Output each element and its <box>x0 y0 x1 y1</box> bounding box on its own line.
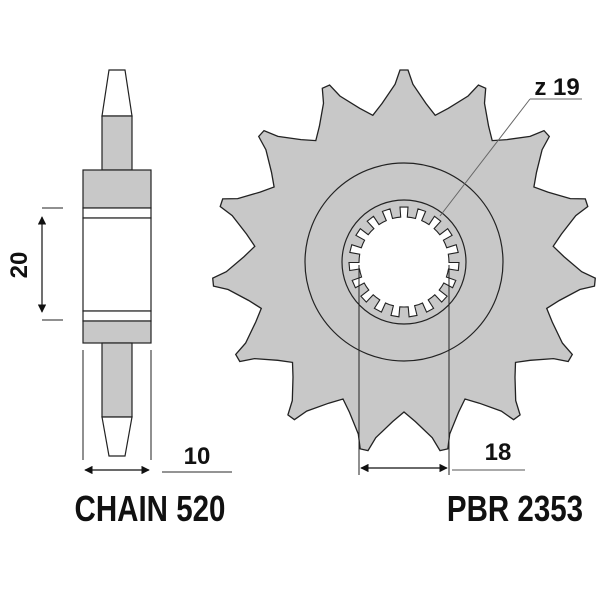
side-hub-top <box>82 169 152 209</box>
tooth-count-leader <box>439 98 531 217</box>
part-number: PBR 2353 <box>447 488 583 528</box>
side-band-bottom <box>82 310 152 322</box>
side-hub-bottom <box>82 320 152 344</box>
side-top-shaft <box>101 115 133 171</box>
side-view <box>37 69 232 475</box>
side-bottom-shaft <box>101 342 133 418</box>
side-bore <box>82 217 152 312</box>
hub-height-label: 20 <box>6 252 33 279</box>
side-band-top <box>82 207 152 219</box>
side-bottom-tooth <box>101 416 133 457</box>
side-top-tooth <box>101 69 133 117</box>
bore-circle <box>341 199 467 325</box>
spline-bore <box>348 206 460 318</box>
hub-circle <box>304 162 504 362</box>
front-view <box>212 69 596 475</box>
tooth-count-label: z 19 <box>534 74 579 101</box>
chain-label: CHAIN 520 <box>75 488 226 528</box>
spline-label: 18 <box>485 439 512 466</box>
width-label: 10 <box>184 443 211 470</box>
